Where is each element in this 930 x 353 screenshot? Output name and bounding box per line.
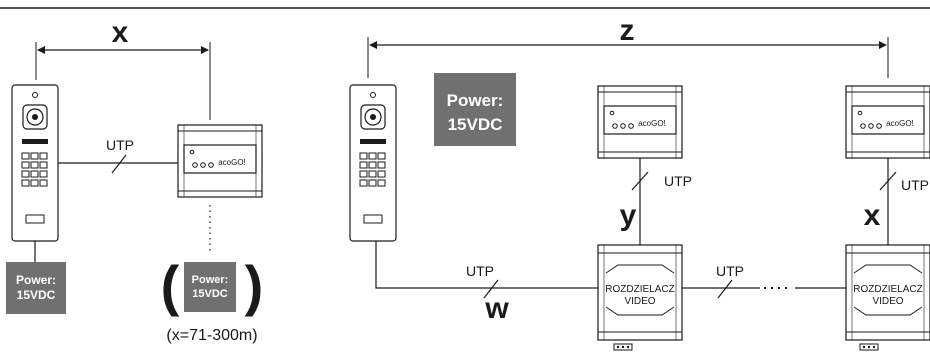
power-label-line1: Power: xyxy=(447,91,504,110)
dimension-label-y: y xyxy=(620,199,637,232)
cable-slash xyxy=(879,171,897,191)
monitor-left: acoGO! xyxy=(177,124,263,198)
splitter-label-line1: ROZDZIELACZ xyxy=(605,284,674,295)
bus-cable-w xyxy=(375,241,612,289)
power-label-line2: 15VDC xyxy=(448,115,503,134)
monitor-brand: acoGO! xyxy=(218,158,246,167)
range-note: (x=71-300m) xyxy=(166,327,257,344)
cable-slash xyxy=(631,171,649,191)
power-label-line2: 15VDC xyxy=(192,288,228,300)
dimension-label-x-right: x xyxy=(864,199,881,232)
power-label-line1: Power: xyxy=(192,274,229,286)
utp-label: UTP xyxy=(106,137,134,153)
left-scheme: x Power: 15VDC UTP xyxy=(6,16,263,344)
utp-label: UTP xyxy=(901,177,929,193)
dimension-label-x-left: x xyxy=(112,16,129,49)
door-panel-left xyxy=(11,84,59,242)
splitter-label-line2: VIDEO xyxy=(624,296,655,307)
utp-label: UTP xyxy=(716,263,744,279)
splitter-right: ROZDZIELACZ VIDEO xyxy=(845,244,930,351)
right-scheme: z Power: 15VDC UTP w xyxy=(349,14,930,351)
power-label-line2: 15VDC xyxy=(17,288,56,302)
monitor-center: acoGO! xyxy=(597,85,683,159)
power-box-left: Power: 15VDC xyxy=(6,262,66,314)
monitor-brand: acoGO! xyxy=(886,119,914,128)
door-panel-right xyxy=(349,84,397,242)
cable-slash xyxy=(111,154,127,174)
monitor-brand: acoGO! xyxy=(638,119,666,128)
bracket-close: ) xyxy=(245,254,264,317)
cable-slash xyxy=(717,279,733,299)
dimension-label-w: w xyxy=(484,292,509,325)
splitter-label-line2: VIDEO xyxy=(872,296,903,307)
utp-label: UTP xyxy=(466,263,494,279)
cable-slash xyxy=(483,279,499,299)
monitor-right: acoGO! xyxy=(845,85,930,159)
power-box-right: Power: 15VDC xyxy=(434,73,516,146)
dimension-label-z: z xyxy=(620,14,635,47)
power-box-optional: Power: 15VDC xyxy=(184,262,236,312)
utp-label: UTP xyxy=(664,173,692,189)
power-label-line1: Power: xyxy=(16,273,56,287)
splitter-center: ROZDZIELACZ VIDEO xyxy=(597,244,683,351)
splitter-label-line1: ROZDZIELACZ xyxy=(853,284,922,295)
bracket-open: ( xyxy=(161,254,180,317)
